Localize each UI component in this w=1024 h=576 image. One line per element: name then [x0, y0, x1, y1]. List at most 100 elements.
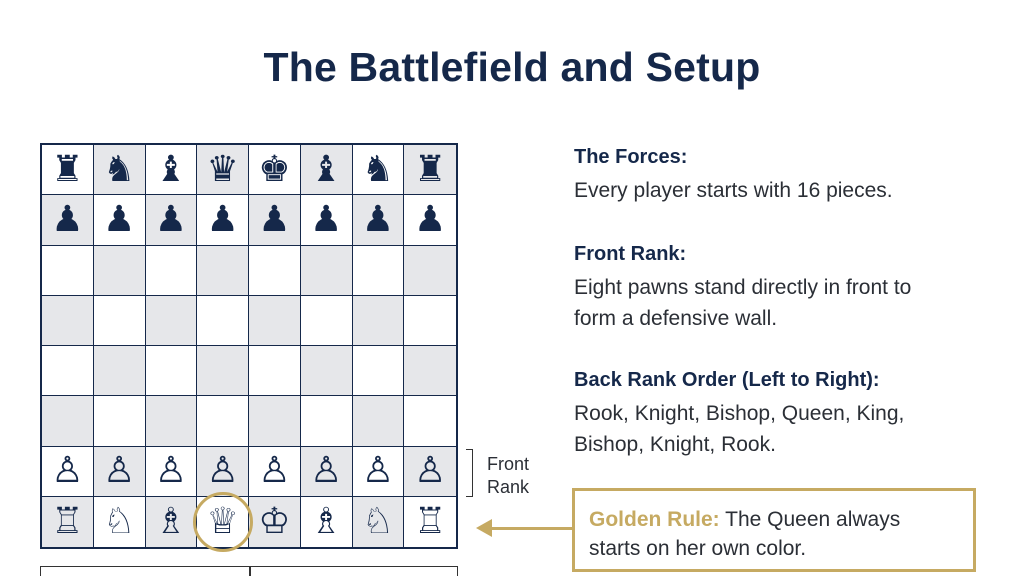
section-forces: The Forces: Every player starts with 16 … [574, 146, 1014, 206]
board-square [93, 396, 146, 447]
chess-piece-icon: ♟ [361, 198, 395, 240]
board-square [249, 245, 301, 296]
section-text-line2: Bishop, Knight, Rook. [574, 433, 776, 456]
chess-piece-icon: ♟ [51, 198, 84, 240]
section-heading: Front Rank: [574, 243, 687, 265]
board-square [300, 245, 353, 296]
board-square: ♞ [352, 145, 405, 196]
board-square [145, 295, 198, 346]
board-square: ♙ [145, 446, 198, 497]
chess-piece-icon: ♗ [309, 500, 343, 542]
board-square: ♟ [300, 195, 353, 246]
board-square [249, 346, 301, 397]
chess-piece-icon: ♙ [154, 450, 188, 492]
chess-piece-icon: ♚ [258, 148, 291, 190]
chess-piece-icon: ♙ [206, 450, 239, 492]
chess-piece-icon: ♙ [413, 450, 447, 492]
chess-piece-icon: ♜ [413, 148, 447, 190]
board-square [249, 396, 301, 447]
chess-piece-icon: ♟ [258, 198, 291, 240]
section-heading: Back Rank Order (Left to Right): [574, 369, 880, 391]
board-square: ♟ [197, 195, 249, 246]
chess-piece-icon: ♟ [206, 198, 239, 240]
board-square: ♙ [93, 446, 146, 497]
chess-piece-icon: ♞ [361, 148, 395, 190]
chess-piece-icon: ♜ [51, 148, 84, 190]
section-heading: The Forces: [574, 146, 688, 168]
queen-highlight-ring [193, 492, 253, 552]
board-square [145, 346, 198, 397]
chess-piece-icon: ♙ [309, 450, 343, 492]
chess-piece-icon: ♟ [154, 198, 188, 240]
board-square: ♜ [404, 145, 456, 196]
board-square [404, 396, 456, 447]
chess-piece-icon: ♝ [309, 148, 343, 190]
front-rank-label: Front Rank [487, 453, 529, 499]
chess-piece-icon: ♘ [102, 500, 136, 542]
board-square [352, 396, 405, 447]
board-square: ♙ [249, 446, 301, 497]
chess-piece-icon: ♖ [413, 500, 447, 542]
front-rank-label-line1: Front [487, 454, 530, 474]
board-square: ♟ [352, 195, 405, 246]
arrow-left-icon [476, 519, 492, 537]
board-square: ♟ [145, 195, 198, 246]
board-square [300, 396, 353, 447]
board-square: ♙ [352, 446, 405, 497]
board-square: ♖ [42, 496, 94, 547]
chess-piece-icon: ♖ [51, 500, 84, 542]
board-square [404, 346, 456, 397]
board-square: ♟ [404, 195, 456, 246]
chess-piece-icon: ♟ [309, 198, 343, 240]
arrow-shaft [490, 527, 572, 530]
board-square [197, 245, 249, 296]
board-square [352, 346, 405, 397]
board-square [93, 346, 146, 397]
board-square: ♙ [197, 446, 249, 497]
board-square [249, 295, 301, 346]
board-square: ♟ [42, 195, 94, 246]
board-square [404, 245, 456, 296]
board-square: ♝ [300, 145, 353, 196]
section-text-line1: Rook, Knight, Bishop, Queen, King, [574, 402, 905, 425]
chess-piece-icon: ♟ [102, 198, 136, 240]
chess-piece-icon: ♘ [361, 500, 395, 542]
chess-piece-icon: ♙ [258, 450, 291, 492]
chess-piece-icon: ♙ [102, 450, 136, 492]
board-square [404, 295, 456, 346]
board-square [145, 245, 198, 296]
chess-piece-icon: ♙ [361, 450, 395, 492]
chess-piece-icon: ♝ [154, 148, 188, 190]
board-square: ♞ [93, 145, 146, 196]
front-rank-bracket [466, 449, 473, 497]
board-square [300, 295, 353, 346]
section-front-rank: Front Rank: Eight pawns stand directly i… [574, 243, 1014, 334]
board-square: ♜ [42, 145, 94, 196]
board-square: ♘ [93, 496, 146, 547]
section-text-line1: Eight pawns stand directly in front to [574, 276, 912, 299]
board-square: ♙ [300, 446, 353, 497]
board-square [42, 295, 94, 346]
board-square: ♟ [249, 195, 301, 246]
board-square [42, 396, 94, 447]
section-text-line2: form a defensive wall. [574, 307, 778, 330]
board-square [93, 245, 146, 296]
golden-rule-text-line1: The Queen always [719, 508, 901, 531]
back-rank-bracket-tick [249, 566, 251, 576]
board-square [197, 396, 249, 447]
board-square [300, 346, 353, 397]
chess-piece-icon: ♗ [154, 500, 188, 542]
chess-piece-icon: ♟ [413, 198, 447, 240]
page-title: The Battlefield and Setup [263, 44, 761, 90]
board-square [42, 245, 94, 296]
chess-piece-icon: ♞ [102, 148, 136, 190]
section-back-rank: Back Rank Order (Left to Right): Rook, K… [574, 369, 1014, 460]
chess-board: ♜♞♝♛♚♝♞♜♟♟♟♟♟♟♟♟♙♙♙♙♙♙♙♙♖♘♗♕♔♗♘♖ [40, 143, 458, 549]
board-square [352, 295, 405, 346]
board-square [145, 396, 198, 447]
board-square [197, 295, 249, 346]
board-square: ♝ [145, 145, 198, 196]
chess-piece-icon: ♛ [206, 148, 239, 190]
board-square: ♘ [352, 496, 405, 547]
board-square: ♗ [300, 496, 353, 547]
